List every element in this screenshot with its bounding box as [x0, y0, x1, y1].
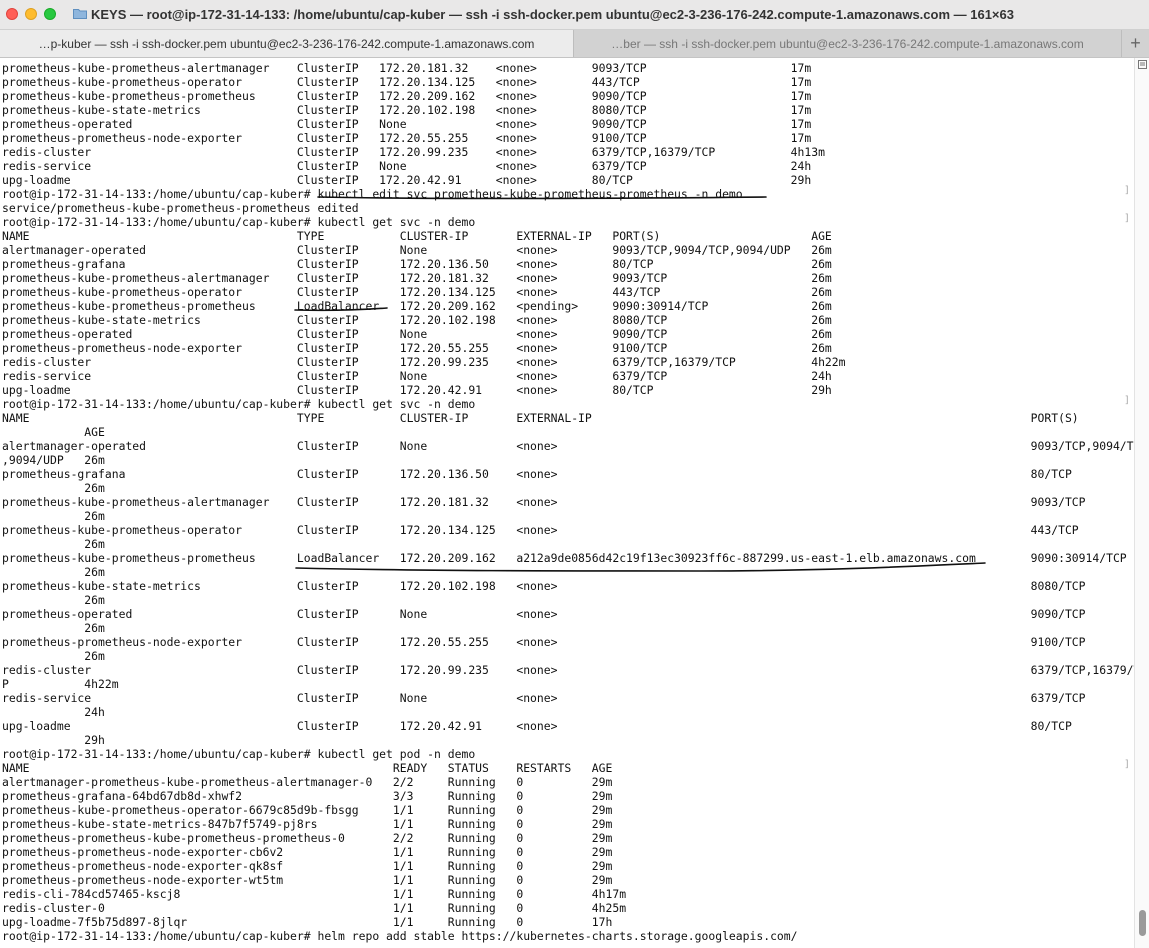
terminal-output[interactable]: prometheus-kube-prometheus-alertmanager … — [0, 58, 1134, 948]
terminal-line: prometheus-prometheus-node-exporter-cb6v… — [2, 845, 613, 859]
terminal-line: prometheus-kube-prometheus-prometheus Lo… — [2, 299, 832, 313]
terminal-line: upg-loadme ClusterIP 172.20.42.91 <none>… — [2, 173, 812, 187]
plus-icon: + — [1130, 33, 1141, 53]
terminal-line: root@ip-172-31-14-133:/home/ubuntu/cap-k… — [2, 397, 476, 411]
terminal-line: prometheus-operated ClusterIP None <none… — [2, 327, 832, 341]
terminal-scrollbar[interactable] — [1134, 58, 1149, 948]
terminal-line: prometheus-grafana ClusterIP 172.20.136.… — [2, 257, 832, 271]
terminal-line: 29h — [2, 733, 105, 747]
tab-bar: …p-kuber — ssh -i ssh-docker.pem ubuntu@… — [0, 30, 1149, 58]
terminal-line: redis-cli-784cd57465-kscj8 1/1 Running 0… — [2, 887, 627, 901]
terminal-line: prometheus-kube-prometheus-operator-6679… — [2, 803, 613, 817]
minimize-window-button[interactable] — [25, 8, 37, 20]
terminal-line: prometheus-operated ClusterIP None <none… — [2, 607, 1086, 621]
terminal-line: prometheus-kube-prometheus-operator Clus… — [2, 75, 812, 89]
tab-terminal-2[interactable]: …ber — ssh -i ssh-docker.pem ubuntu@ec2-… — [573, 30, 1121, 57]
terminal-line: 26m — [2, 509, 105, 523]
terminal-line: prometheus-kube-prometheus-operator Clus… — [2, 523, 1079, 537]
terminal-line: prometheus-prometheus-node-exporter Clus… — [2, 131, 812, 145]
list-menu-icon[interactable] — [1138, 60, 1147, 69]
terminal-line: 26m — [2, 481, 105, 495]
terminal-line: alertmanager-operated ClusterIP None <no… — [2, 439, 1134, 453]
terminal-line: service/prometheus-kube-prometheus-prome… — [2, 201, 359, 215]
terminal-line: NAME READY STATUS RESTARTS AGE — [2, 761, 613, 775]
terminal-line: 26m — [2, 621, 105, 635]
prompt-mark-icon: ] — [1123, 185, 1130, 196]
terminal-line: 26m — [2, 565, 105, 579]
terminal-line: 26m — [2, 537, 105, 551]
terminal-line: 26m — [2, 649, 105, 663]
terminal-line: 26m — [2, 593, 105, 607]
tab-label: …p-kuber — ssh -i ssh-docker.pem ubuntu@… — [38, 36, 535, 51]
terminal-line: alertmanager-operated ClusterIP None <no… — [2, 243, 832, 257]
scrollbar-thumb[interactable] — [1139, 910, 1146, 936]
window-titlebar[interactable]: KEYS — root@ip-172-31-14-133: /home/ubun… — [0, 0, 1149, 30]
terminal-line: prometheus-kube-prometheus-alertmanager … — [2, 271, 832, 285]
terminal-line: prometheus-prometheus-node-exporter-wt5t… — [2, 873, 613, 887]
terminal-line: NAME TYPE CLUSTER-IP EXTERNAL-IP PORT(S) — [2, 411, 1079, 425]
terminal-line: AGE — [2, 425, 105, 439]
terminal-line: prometheus-prometheus-node-exporter Clus… — [2, 635, 1086, 649]
folder-icon — [73, 9, 87, 19]
prompt-mark-icon: ] — [1123, 213, 1130, 224]
terminal-line: root@ip-172-31-14-133:/home/ubuntu/cap-k… — [2, 929, 798, 943]
new-tab-button[interactable]: + — [1121, 30, 1149, 57]
terminal-line: root@ip-172-31-14-133:/home/ubuntu/cap-k… — [2, 215, 476, 229]
terminal-line: prometheus-kube-state-metrics-847b7f5749… — [2, 817, 613, 831]
terminal-line: prometheus-grafana-64bd67db8d-xhwf2 3/3 … — [2, 789, 613, 803]
terminal-line: redis-cluster ClusterIP 172.20.99.235 <n… — [2, 663, 1134, 677]
terminal-line: 24h — [2, 705, 105, 719]
terminal-line: prometheus-kube-state-metrics ClusterIP … — [2, 103, 812, 117]
terminal-line: upg-loadme-7f5b75d897-8jlqr 1/1 Running … — [2, 915, 613, 929]
terminal-line: redis-service ClusterIP None <none> 6379… — [2, 159, 812, 173]
terminal-line: prometheus-prometheus-node-exporter-qk8s… — [2, 859, 613, 873]
terminal-line: P 4h22m — [2, 677, 119, 691]
terminal-line: prometheus-kube-prometheus-alertmanager … — [2, 495, 1086, 509]
terminal-line: upg-loadme ClusterIP 172.20.42.91 <none>… — [2, 719, 1072, 733]
tab-label: …ber — ssh -i ssh-docker.pem ubuntu@ec2-… — [611, 36, 1084, 51]
terminal-line: upg-loadme ClusterIP 172.20.42.91 <none>… — [2, 383, 832, 397]
terminal-line: prometheus-operated ClusterIP None <none… — [2, 117, 812, 131]
terminal-line: NAME TYPE CLUSTER-IP EXTERNAL-IP PORT(S)… — [2, 229, 832, 243]
terminal-line: redis-cluster-0 1/1 Running 0 4h25m — [2, 901, 627, 915]
terminal-line: root@ip-172-31-14-133:/home/ubuntu/cap-k… — [2, 747, 476, 761]
terminal-line: ,9094/UDP 26m — [2, 453, 105, 467]
terminal-line: alertmanager-prometheus-kube-prometheus-… — [2, 775, 613, 789]
terminal-line: redis-service ClusterIP None <none> 6379… — [2, 691, 1086, 705]
close-window-button[interactable] — [6, 8, 18, 20]
terminal-line: prometheus-prometheus-node-exporter Clus… — [2, 341, 832, 355]
terminal-line: prometheus-kube-prometheus-prometheus Cl… — [2, 89, 812, 103]
prompt-mark-icon: ] — [1123, 759, 1130, 770]
terminal-line: prometheus-prometheus-kube-prometheus-pr… — [2, 831, 613, 845]
maximize-window-button[interactable] — [44, 8, 56, 20]
prompt-mark-icon: ] — [1123, 395, 1130, 406]
terminal-line: prometheus-kube-prometheus-operator Clus… — [2, 285, 832, 299]
terminal-line: prometheus-kube-prometheus-prometheus Lo… — [2, 551, 1127, 565]
tab-terminal-1[interactable]: …p-kuber — ssh -i ssh-docker.pem ubuntu@… — [0, 30, 573, 57]
terminal-line: prometheus-kube-prometheus-alertmanager … — [2, 61, 812, 75]
terminal-line: prometheus-kube-state-metrics ClusterIP … — [2, 313, 832, 327]
terminal-line: redis-cluster ClusterIP 172.20.99.235 <n… — [2, 355, 846, 369]
terminal-line: root@ip-172-31-14-133:/home/ubuntu/cap-k… — [2, 187, 743, 201]
terminal-line: redis-service ClusterIP None <none> 6379… — [2, 369, 832, 383]
window-title: KEYS — root@ip-172-31-14-133: /home/ubun… — [91, 7, 1014, 22]
terminal-line: prometheus-grafana ClusterIP 172.20.136.… — [2, 467, 1072, 481]
terminal-line: prometheus-kube-state-metrics ClusterIP … — [2, 579, 1086, 593]
terminal-line: redis-cluster ClusterIP 172.20.99.235 <n… — [2, 145, 825, 159]
